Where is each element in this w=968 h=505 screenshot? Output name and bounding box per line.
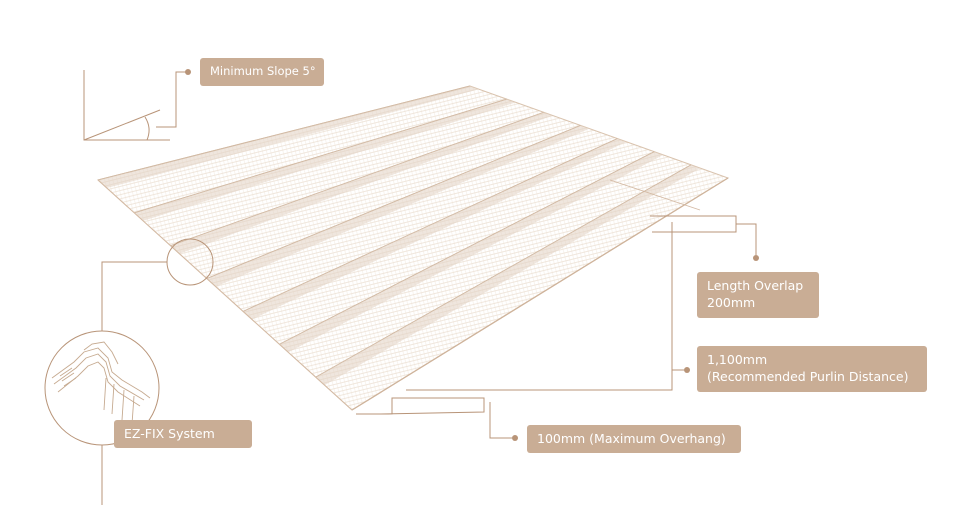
corrugation-band — [98, 86, 480, 189]
maximum-overhang-text: 100mm (Maximum Overhang) — [537, 431, 726, 446]
purlin-connector — [406, 222, 690, 391]
corrugation-band — [134, 99, 516, 221]
sheet-corrugations — [97, 85, 729, 411]
ezfix-detail — [44, 238, 214, 505]
corrugation-band — [206, 125, 590, 287]
slope-indicator — [83, 69, 191, 141]
minimum-slope-text: Minimum Slope 5° — [210, 64, 316, 78]
corrugated-roof-sheet — [96, 85, 730, 411]
purlin-distance-line1: 1,100mm — [707, 352, 768, 367]
corrugation-band — [243, 138, 627, 320]
length-overlap-line1: Length Overlap — [707, 278, 804, 293]
minimum-slope-label: Minimum Slope 5° — [200, 58, 324, 86]
length-overlap-label: Length Overlap 200mm — [697, 272, 819, 318]
overhang-connector — [356, 397, 518, 441]
corrugation-band — [170, 112, 553, 254]
corrugation-band — [315, 164, 701, 386]
ezfix-system-label: EZ-FIX System — [114, 420, 252, 448]
overlap-connector — [650, 215, 759, 261]
corrugation-crest — [170, 111, 544, 247]
length-overlap-line2: 200mm — [707, 295, 756, 310]
ezfix-system-text: EZ-FIX System — [124, 426, 215, 441]
ezfix-profile — [51, 341, 151, 425]
maximum-overhang-label: 100mm (Maximum Overhang) — [527, 425, 741, 453]
purlin-distance-line2: (Recommended Purlin Distance) — [707, 369, 909, 384]
corrugation-band — [279, 151, 664, 353]
purlin-distance-label: 1,100mm (Recommended Purlin Distance) — [697, 346, 927, 392]
